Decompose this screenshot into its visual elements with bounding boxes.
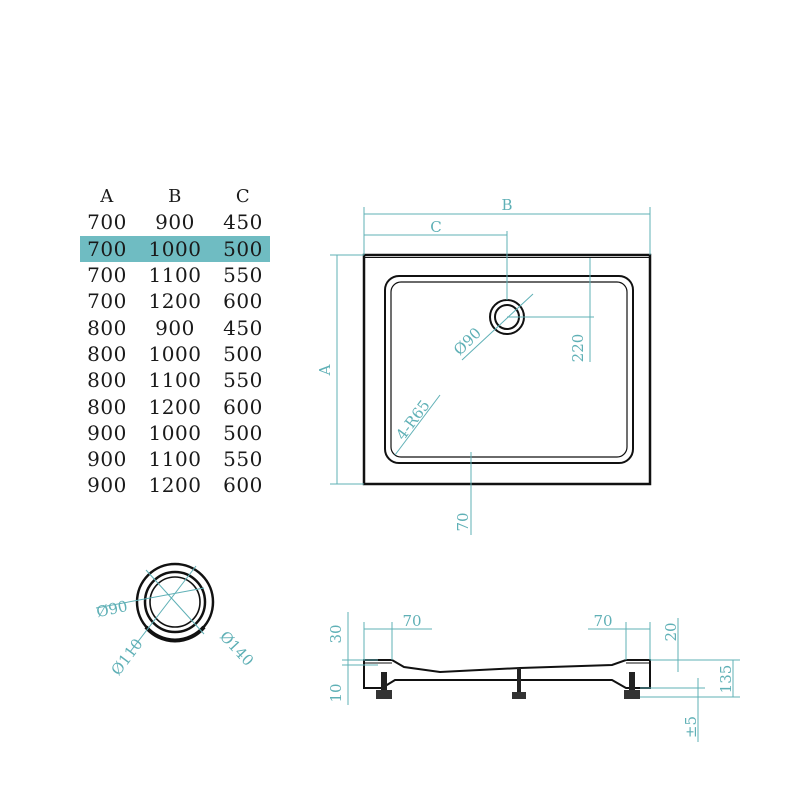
foot-center [517, 668, 521, 694]
header-c: C [235, 185, 251, 207]
table-cell: 900 [155, 315, 195, 340]
foot-center-pad [512, 692, 526, 699]
table-cell: 600 [223, 289, 263, 314]
tray-basin-inner [390, 281, 628, 458]
table-cell: 550 [223, 263, 263, 288]
table-cell: 700 [87, 263, 127, 288]
tray-profile [363, 659, 651, 689]
table-cell: 900 [87, 447, 127, 472]
table-cell: 800 [87, 315, 127, 340]
side-right-20-label: 20 [662, 622, 680, 641]
table-cell: 700 [87, 289, 127, 314]
table-cell: 1100 [148, 447, 202, 472]
drain-shadow-arc [144, 625, 206, 643]
table-cell: 1200 [148, 394, 202, 419]
foot-right [629, 672, 635, 690]
dim-a-label: A [316, 364, 334, 376]
table-header-row: A B C [80, 183, 270, 209]
table-cell: 1000 [148, 420, 202, 445]
header-b: B [168, 185, 182, 207]
side-view: 70 70 30 10 20 135 ±5 [327, 612, 740, 742]
size-table: A B C 700 900 450 700 1000 500 700 1100 550 700 12… [80, 183, 270, 499]
side-left-10-label: 10 [327, 683, 345, 702]
foot-right-pad [624, 690, 640, 699]
table-row: 700 1100 550 [80, 262, 270, 288]
table-cell: 600 [223, 394, 263, 419]
top-view: B C A 220 Ø90 4-R65 70 [316, 196, 652, 535]
table-cell: 1100 [148, 368, 202, 393]
drain-circle-90 [149, 576, 201, 628]
foot-left [381, 672, 387, 690]
radius-label: 4-R65 [392, 397, 433, 444]
table-row: 800 1000 500 [80, 341, 270, 367]
table-cell: 900 [87, 473, 127, 498]
drain-circle-110 [143, 570, 207, 634]
table-row: 900 1000 500 [80, 420, 270, 446]
table-row: 900 1100 550 [80, 446, 270, 472]
table-cell: 450 [223, 315, 263, 340]
table-cell: 550 [223, 447, 263, 472]
table-row: 700 1200 600 [80, 288, 270, 314]
drain-detail-90-label: Ø90 [95, 597, 129, 621]
side-right-70-label: 70 [593, 612, 612, 630]
tray-basin-outer [384, 275, 634, 464]
dim-220-label: 220 [569, 334, 587, 363]
dim-b-label: B [501, 196, 512, 214]
table-cell: 1200 [148, 289, 202, 314]
drain-detail-leader-90 [95, 587, 205, 609]
table-cell: 800 [87, 341, 127, 366]
table-cell: 1200 [148, 473, 202, 498]
table-cell: 700 [87, 236, 127, 261]
table-row: 700 900 450 [80, 209, 270, 235]
table-row: 800 900 450 [80, 314, 270, 340]
table-row: 700 1000 500 [80, 235, 270, 262]
table-cell: 900 [155, 210, 195, 235]
drain-detail-leader-140 [145, 569, 205, 635]
table-cell: 550 [223, 368, 263, 393]
table-cell: 500 [223, 236, 263, 261]
side-left-70-label: 70 [402, 612, 421, 630]
table-cell: 500 [223, 420, 263, 445]
drain-detail-110-label: Ø110 [108, 635, 147, 679]
table-cell: 1000 [148, 341, 202, 366]
side-135-label: 135 [717, 665, 735, 694]
dim-70-bottom-label: 70 [454, 512, 472, 531]
foot-left-pad [376, 690, 392, 699]
table-cell: 800 [87, 368, 127, 393]
radius-leader-line [394, 394, 441, 456]
side-left-30-label: 30 [327, 624, 345, 643]
drain-detail-leader-110 [129, 565, 197, 653]
drain-detail: Ø90 Ø110 Ø140 [95, 562, 257, 679]
header-a: A [100, 185, 114, 207]
table-row: 900 1200 600 [80, 472, 270, 498]
table-cell: 1000 [148, 236, 202, 261]
table-row: 800 1200 600 [80, 393, 270, 419]
drain-detail-140-label: Ø140 [216, 627, 257, 669]
table-cell: 450 [223, 210, 263, 235]
dim-c-label: C [430, 218, 441, 236]
table-cell: 600 [223, 473, 263, 498]
side-adjust-label: ±5 [682, 716, 700, 738]
table-row: 800 1100 550 [80, 367, 270, 393]
table-cell: 900 [87, 420, 127, 445]
drain-leader-line [461, 293, 534, 361]
drain-dia-label: Ø90 [450, 324, 485, 359]
table-cell: 500 [223, 341, 263, 366]
table-cell: 800 [87, 394, 127, 419]
table-cell: 1100 [148, 263, 202, 288]
table-cell: 700 [87, 210, 127, 235]
